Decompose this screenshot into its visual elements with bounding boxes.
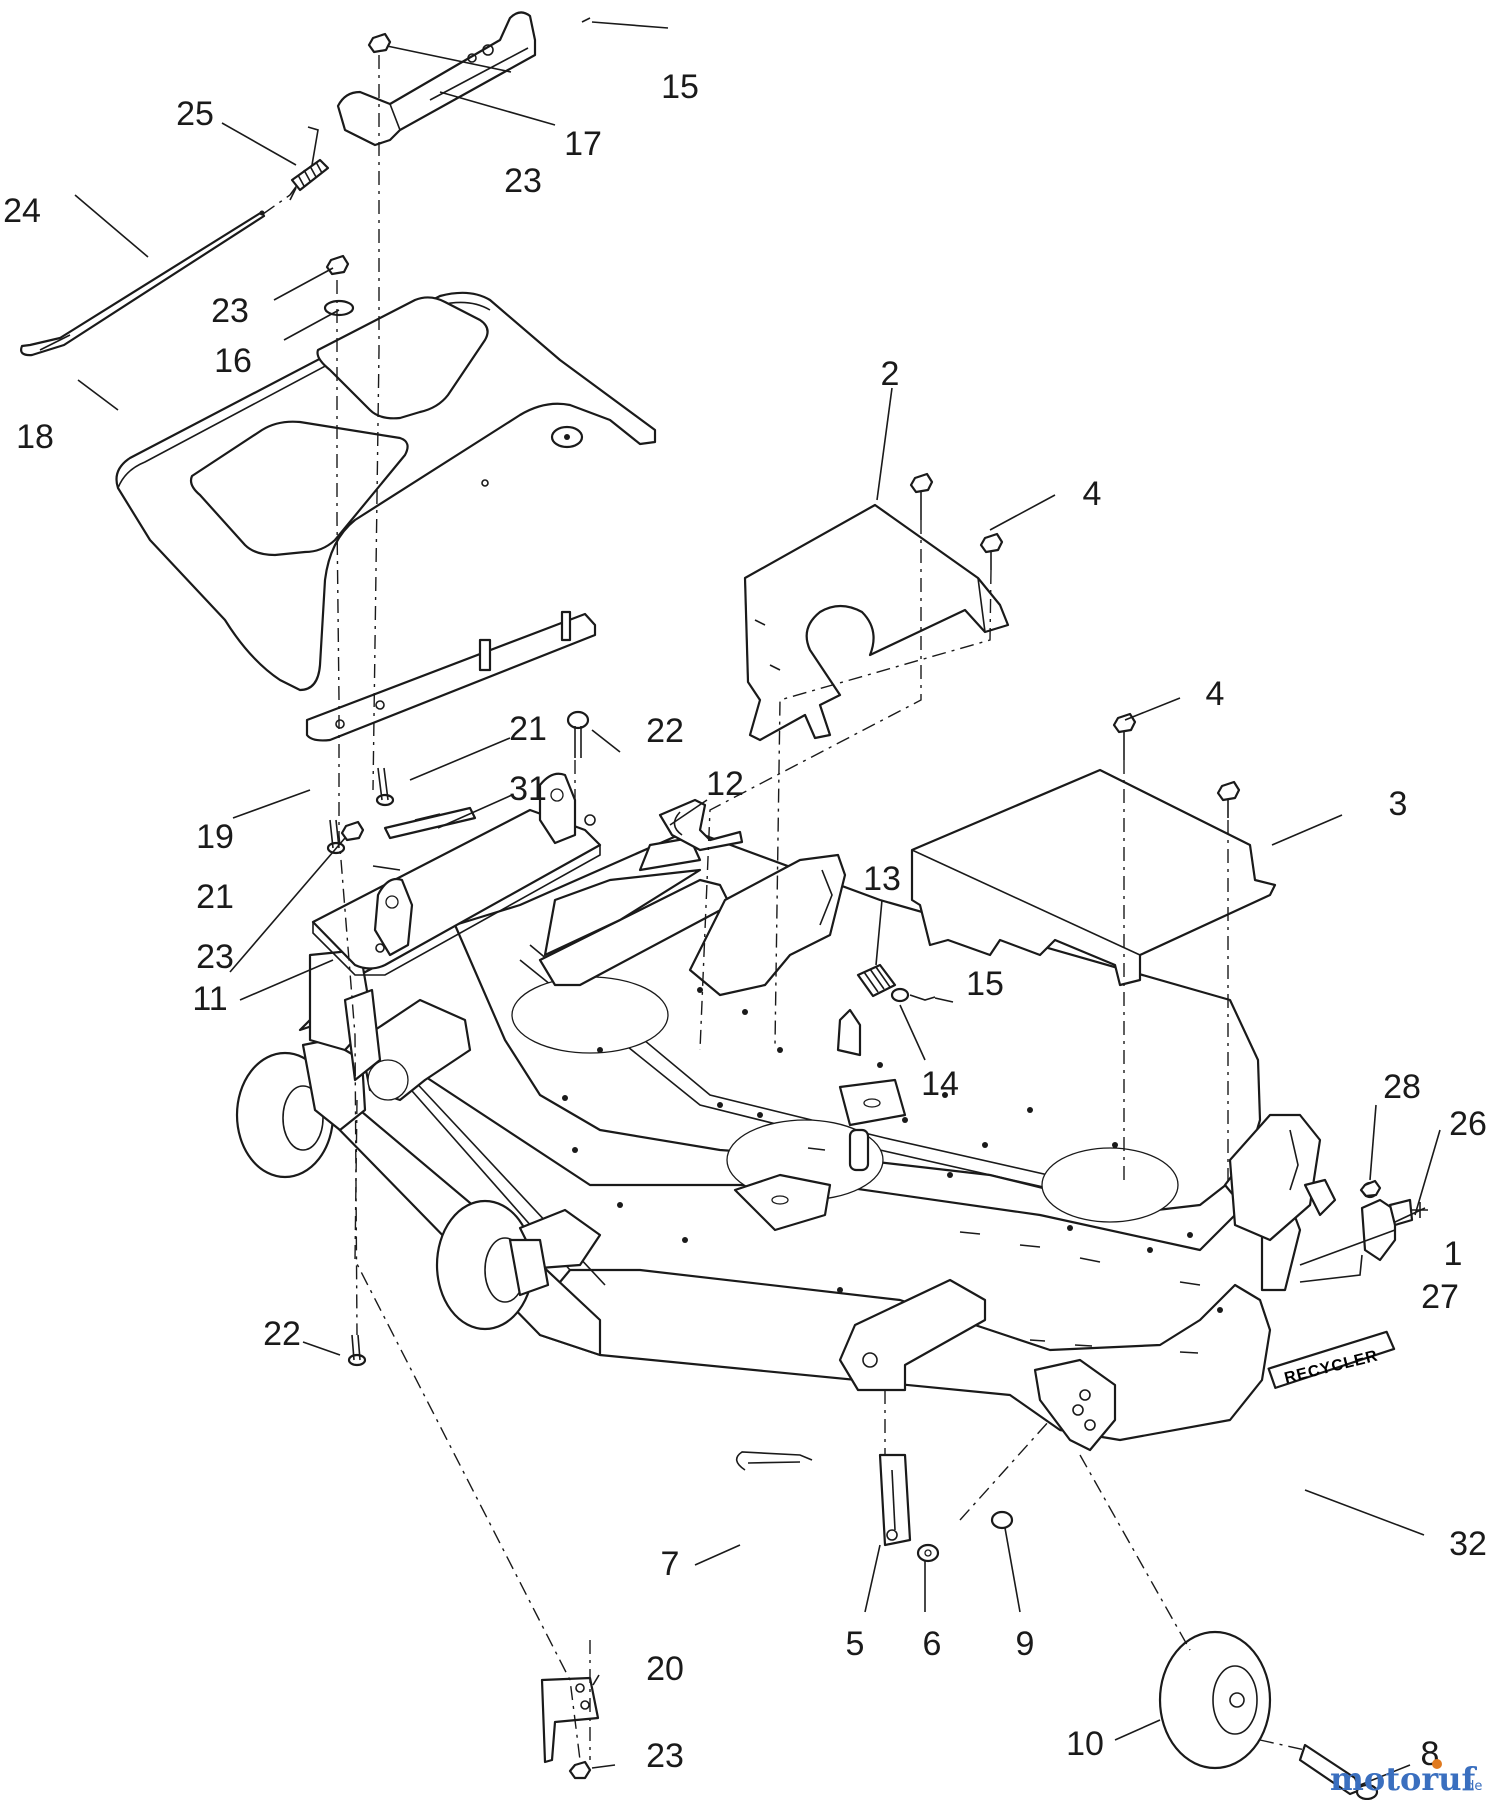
label-24: 24	[3, 192, 41, 230]
right-idler-bracket	[1228, 1113, 1337, 1242]
label-23b: 23	[211, 292, 249, 330]
label-3: 3	[1389, 785, 1408, 823]
label-11: 11	[192, 980, 227, 1018]
left-rear-caster-assembly	[235, 948, 472, 1179]
decal-part-31	[383, 806, 477, 840]
label-15b: 15	[966, 965, 1004, 1003]
front-right-caster-assembly	[1033, 1358, 1117, 1452]
pulley-cover-part-2	[743, 503, 1010, 742]
pin-part-15-top	[581, 17, 591, 23]
hardware	[323, 32, 1382, 1780]
label-20: 20	[646, 1650, 684, 1688]
label-1: 1	[1444, 1235, 1463, 1273]
label-4a: 4	[1083, 475, 1102, 513]
watermark-accent-dot	[1432, 1759, 1442, 1769]
label-23d: 23	[646, 1737, 684, 1775]
label-4b: 4	[1206, 675, 1225, 713]
arm-part-17	[336, 11, 537, 147]
rod-part-24	[20, 210, 266, 357]
label-12: 12	[706, 765, 744, 803]
label-10: 10	[1066, 1725, 1104, 1763]
label-2: 2	[881, 355, 900, 393]
label-13: 13	[863, 860, 901, 898]
motoruf-watermark-logo: motoruf .de	[1330, 1759, 1482, 1798]
wheel-10	[1158, 1630, 1272, 1770]
pulley-cover-part-3	[910, 768, 1277, 987]
label-15a: 15	[661, 68, 699, 106]
label-28: 28	[1383, 1068, 1421, 1106]
label-31: 31	[509, 770, 547, 808]
label-23c: 23	[196, 938, 234, 976]
label-9: 9	[1016, 1625, 1035, 1663]
label-26: 26	[1449, 1105, 1487, 1143]
label-21b: 21	[196, 878, 234, 916]
label-18: 18	[16, 418, 54, 456]
gauge-wheel-arm-center	[838, 1278, 987, 1392]
label-16: 16	[214, 342, 252, 380]
label-32: 32	[1449, 1525, 1487, 1563]
spring-part-25	[289, 126, 330, 201]
plate-part-19	[305, 610, 597, 742]
label-6: 6	[923, 1625, 942, 1663]
label-19: 19	[196, 818, 234, 856]
front-left-caster-assembly	[435, 1199, 602, 1331]
mount-block	[733, 1078, 907, 1232]
assembly-center-lines	[262, 55, 1306, 1761]
leader-lines	[74, 21, 1441, 1786]
label-22a: 22	[646, 712, 684, 750]
mount-bracket-part-11	[311, 772, 602, 976]
idler-bracket-left	[538, 836, 732, 987]
label-27: 27	[1421, 1278, 1459, 1316]
label-23a: 23	[504, 162, 542, 200]
axle-bolt-8	[1298, 1743, 1379, 1800]
watermark-suffix: .de	[1462, 1779, 1482, 1794]
recycler-decal: RECYCLER	[1267, 1330, 1396, 1389]
label-7: 7	[661, 1545, 680, 1583]
belt-cover-part-18	[115, 291, 657, 692]
label-14: 14	[921, 1065, 959, 1103]
label-5: 5	[846, 1625, 865, 1663]
watermark-text: motoruf	[1330, 1760, 1477, 1798]
label-25: 25	[176, 95, 214, 133]
label-21a: 21	[509, 710, 547, 748]
label-17: 17	[564, 125, 602, 163]
idler-arm-12-bracket	[688, 853, 862, 1057]
label-22b: 22	[263, 1315, 301, 1353]
